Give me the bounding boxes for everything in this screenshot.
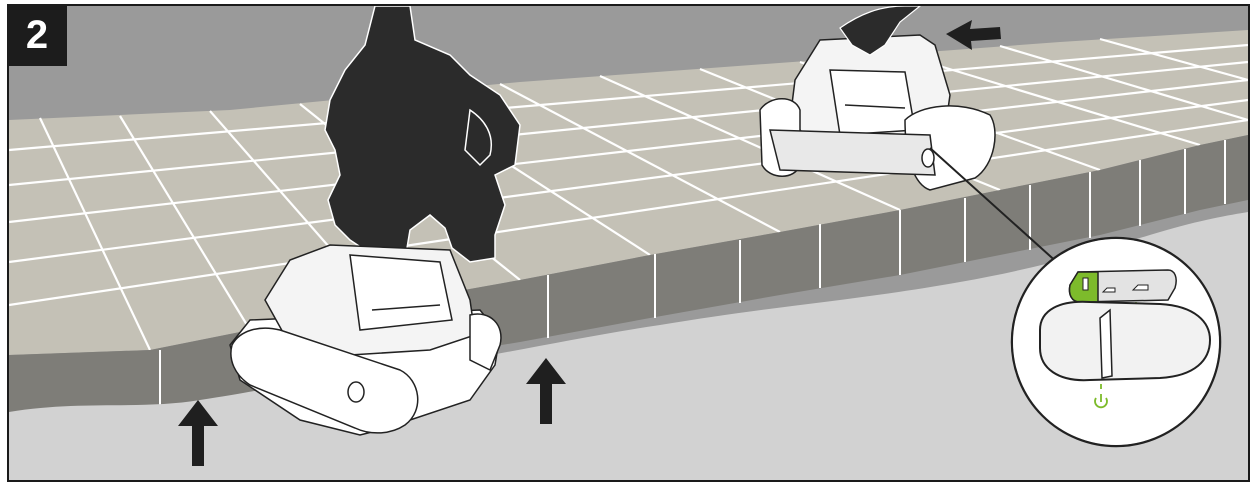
mode-floor-icon: [1083, 278, 1088, 290]
power-button-callout: [1010, 238, 1222, 448]
step-number: 2: [26, 13, 48, 58]
step-number-badge: 2: [7, 4, 67, 66]
power-button: [1040, 302, 1210, 380]
